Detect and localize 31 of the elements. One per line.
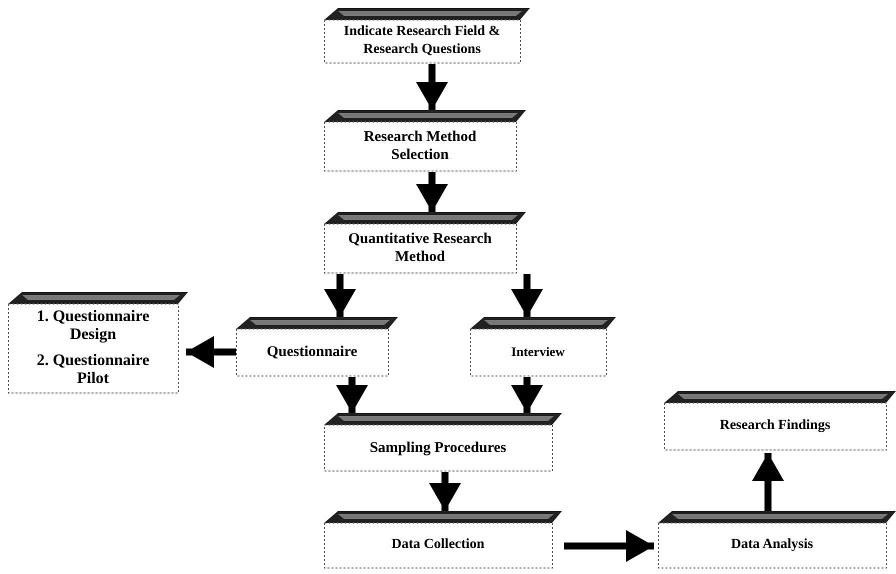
process-box	[324, 511, 562, 569]
box-label: Interview	[511, 343, 565, 361]
box-label: Questionnaire	[266, 343, 358, 361]
process-box	[664, 391, 896, 451]
process-box	[324, 110, 526, 172]
box-label: Research Findings	[720, 417, 830, 435]
process-box	[324, 413, 562, 472]
process-box	[8, 292, 188, 394]
process-box	[324, 212, 526, 274]
arrow	[324, 274, 356, 317]
arrow	[752, 453, 784, 511]
box-label: Quantitative Research Method	[347, 230, 493, 266]
box-label: Data Collection	[392, 536, 484, 554]
arrow	[416, 64, 448, 110]
box-label: Sampling Procedures	[370, 438, 506, 456]
process-box	[470, 317, 616, 377]
arrow	[416, 172, 448, 212]
arrow	[186, 336, 236, 368]
box-label: Data Analysis	[730, 536, 814, 554]
box-label: Indicate Research Field & Research Questions	[342, 23, 502, 59]
process-box	[236, 317, 398, 377]
arrow	[511, 377, 543, 413]
process-box	[658, 511, 896, 569]
arrow	[336, 377, 368, 413]
arrow	[429, 472, 461, 511]
box-label: 2. Questionnaire Pilot	[36, 352, 150, 388]
box-label: Research Method Selection	[362, 128, 478, 164]
box-label: 1. Questionnaire Design	[36, 308, 150, 344]
arrow	[511, 274, 543, 317]
arrow	[564, 530, 654, 562]
process-box	[324, 8, 530, 64]
